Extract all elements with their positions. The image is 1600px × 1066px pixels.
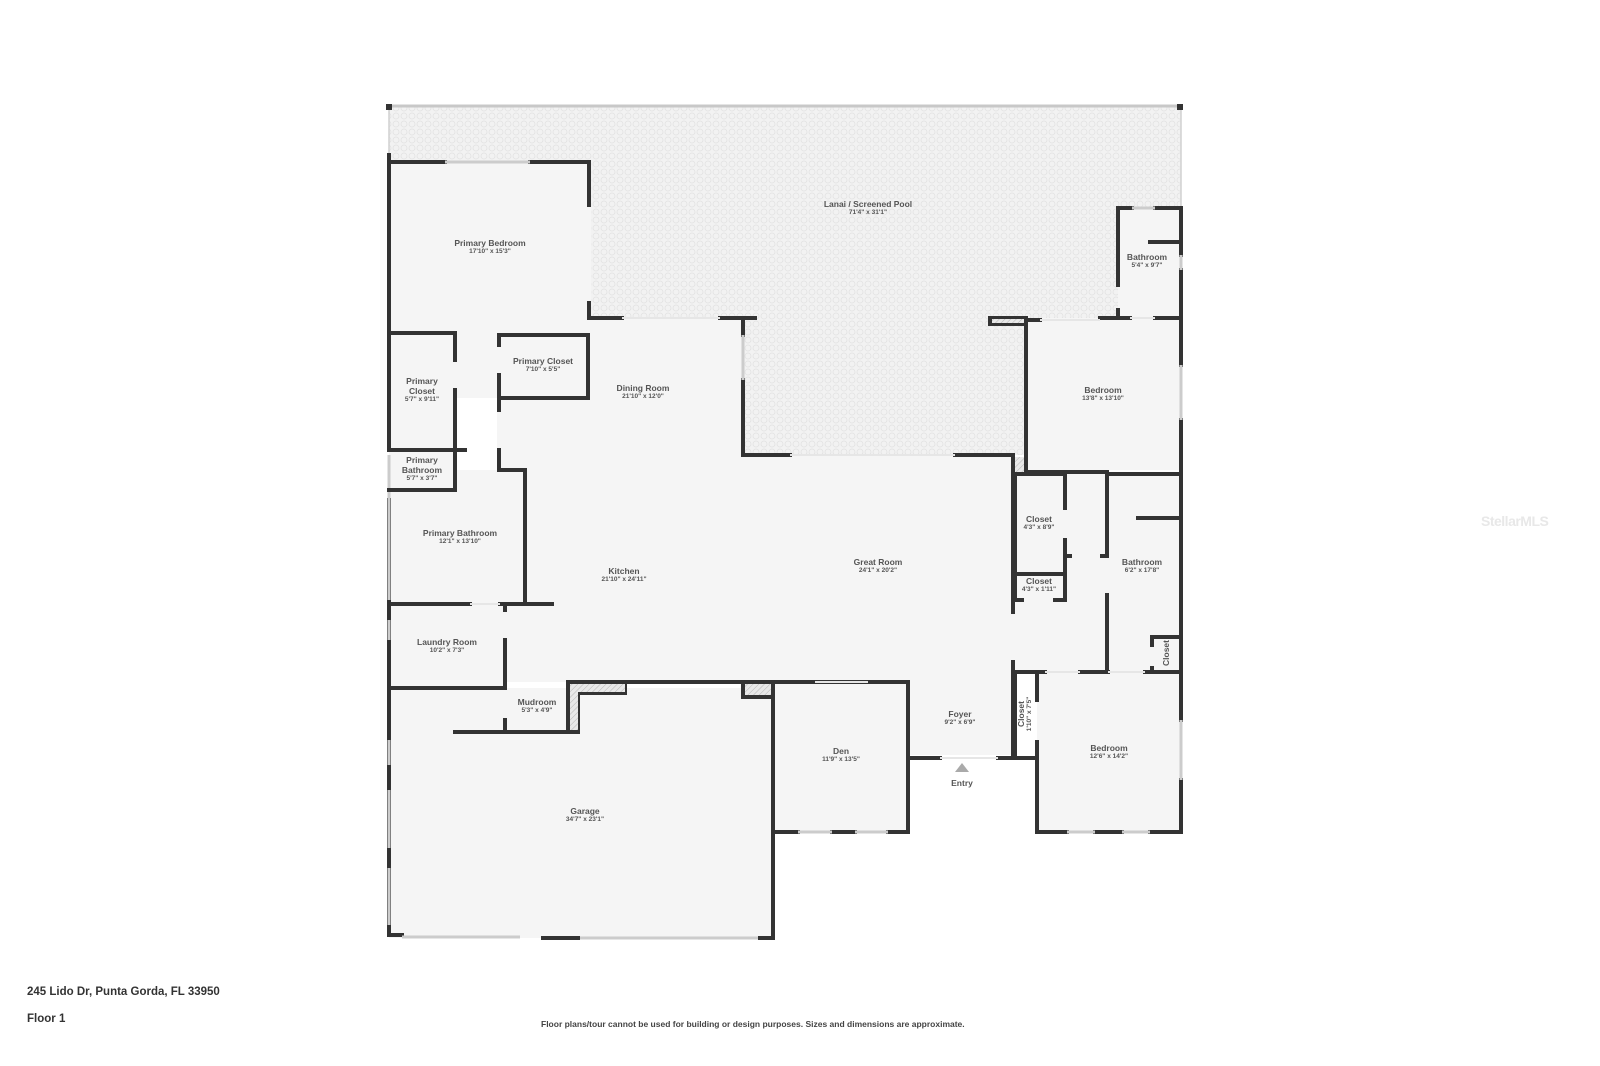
room-kitchen: Kitchen 21'10" x 24'11" [601, 566, 646, 584]
room-primary-closet-1: Primary Closet 5'7" x 9'11" [397, 376, 447, 404]
entry-label: Entry [951, 778, 973, 788]
room-name: Den [832, 746, 850, 757]
room-bedroom-1: Bedroom 13'8" x 13'10" [1082, 385, 1124, 403]
room-dimensions: 12'1" x 13'10" [439, 538, 481, 546]
interior-floors [389, 162, 1181, 938]
room-name: Primary Closet [513, 356, 573, 367]
property-address: 245 Lido Dr, Punta Gorda, FL 33950 [27, 986, 220, 998]
room-dimensions: 1'10" x 7'5" [1026, 696, 1034, 732]
room-name: Bathroom [1121, 557, 1163, 568]
room-dimensions: 34'7" x 23'1" [565, 816, 605, 824]
room-name: Mudroom [517, 697, 557, 708]
room-dimensions: 11'9" x 13'5" [822, 756, 860, 764]
room-closet-2: Closet 4'3" x 1'11" [1022, 576, 1056, 594]
room-dimensions: 7'10" x 5'5" [525, 366, 561, 374]
structural-columns [570, 319, 1024, 730]
room-great-room: Great Room 24'1" x 20'2" [854, 557, 903, 575]
room-name: Kitchen [608, 566, 640, 577]
room-name: Primary Bathroom [401, 454, 443, 476]
room-name: Closet [1026, 514, 1052, 525]
room-dimensions: 13'8" x 13'10" [1082, 395, 1124, 403]
room-name: Bedroom [1084, 385, 1122, 396]
room-bedroom-2: Bedroom 12'6" x 14'2" [1090, 743, 1128, 761]
room-closet-1: Closet 4'3" x 8'9" [1024, 514, 1055, 532]
room-mudroom: Mudroom 5'3" x 4'9" [518, 697, 557, 715]
room-den: Den 11'9" x 13'5" [822, 746, 860, 764]
room-name: Closet [1016, 701, 1027, 727]
room-dimensions: 9'2" x 6'9" [944, 719, 976, 727]
room-primary-bedroom: Primary Bedroom 17'10" x 15'3" [454, 238, 525, 256]
floor-label: Floor 1 [27, 1013, 66, 1025]
room-dimensions: 24'1" x 20'2" [858, 567, 898, 575]
room-dimensions: 5'3" x 4'9" [521, 707, 553, 715]
room-name: Garage [570, 806, 600, 817]
room-closet-4: Closet 1'10" x 7'5" [1016, 697, 1034, 732]
room-dimensions: 12'6" x 14'2" [1089, 753, 1129, 761]
room-dimensions: 5'7" x 3'7" [406, 475, 438, 483]
room-laundry-room: Laundry Room 10'2" x 7'3" [417, 637, 477, 655]
room-name: Laundry Room [417, 637, 477, 648]
room-bathroom-2: Bathroom 6'2" x 17'8" [1122, 557, 1162, 575]
room-dimensions: 6'2" x 17'8" [1124, 567, 1160, 575]
room-garage: Garage 34'7" x 23'1" [566, 806, 604, 824]
room-name: Bathroom [1126, 252, 1168, 263]
room-name: Great Room [853, 557, 903, 568]
room-name: Primary Bathroom [422, 528, 498, 539]
room-dimensions: 5'7" x 9'11" [404, 396, 440, 404]
room-bathroom-1: Bathroom 5'4" x 9'7" [1127, 252, 1167, 270]
room-dimensions: 17'10" x 15'3" [469, 248, 511, 256]
room-dimensions: 4'3" x 8'9" [1023, 524, 1055, 532]
room-primary-closet-2: Primary Closet 7'10" x 5'5" [513, 356, 573, 374]
room-dimensions: 21'10" x 24'11" [601, 576, 647, 584]
room-primary-bathroom-2: Primary Bathroom 12'1" x 13'10" [423, 528, 497, 546]
room-name: Primary Bedroom [454, 238, 526, 249]
room-name: Closet [1026, 576, 1052, 587]
room-dimensions: 4'3" x 1'11" [1021, 586, 1057, 594]
room-dimensions: 5'4" x 9'7" [1131, 262, 1163, 270]
room-dimensions: 71'4" x 31'1" [848, 209, 888, 217]
room-name: Closet [1160, 640, 1171, 666]
room-foyer: Foyer 9'2" x 6'9" [945, 709, 976, 727]
windows [387, 160, 1183, 940]
room-primary-bathroom-1: Primary Bathroom 5'7" x 3'7" [397, 455, 447, 483]
mls-watermark: StellarMLS [1481, 513, 1549, 529]
room-name: Lanai / Screened Pool [823, 199, 913, 210]
room-lanai: Lanai / Screened Pool 71'4" x 31'1" [824, 199, 912, 217]
room-name: Primary Closet [406, 375, 438, 397]
room-name: Bedroom [1090, 743, 1128, 754]
room-dining-room: Dining Room 21'10" x 12'0" [617, 383, 670, 401]
walls [387, 153, 1183, 940]
lanai-area [386, 104, 1183, 455]
room-name: Foyer [948, 709, 972, 720]
room-dimensions: 10'2" x 7'3" [429, 647, 465, 655]
room-dimensions: 21'10" x 12'0" [622, 393, 664, 401]
disclaimer-text: Floor plans/tour cannot be used for buil… [541, 1019, 965, 1029]
room-name: Dining Room [616, 383, 670, 394]
room-closet-3: Closet [1161, 640, 1171, 666]
entry-triangle-icon [955, 763, 969, 772]
door-openings [470, 317, 1155, 759]
